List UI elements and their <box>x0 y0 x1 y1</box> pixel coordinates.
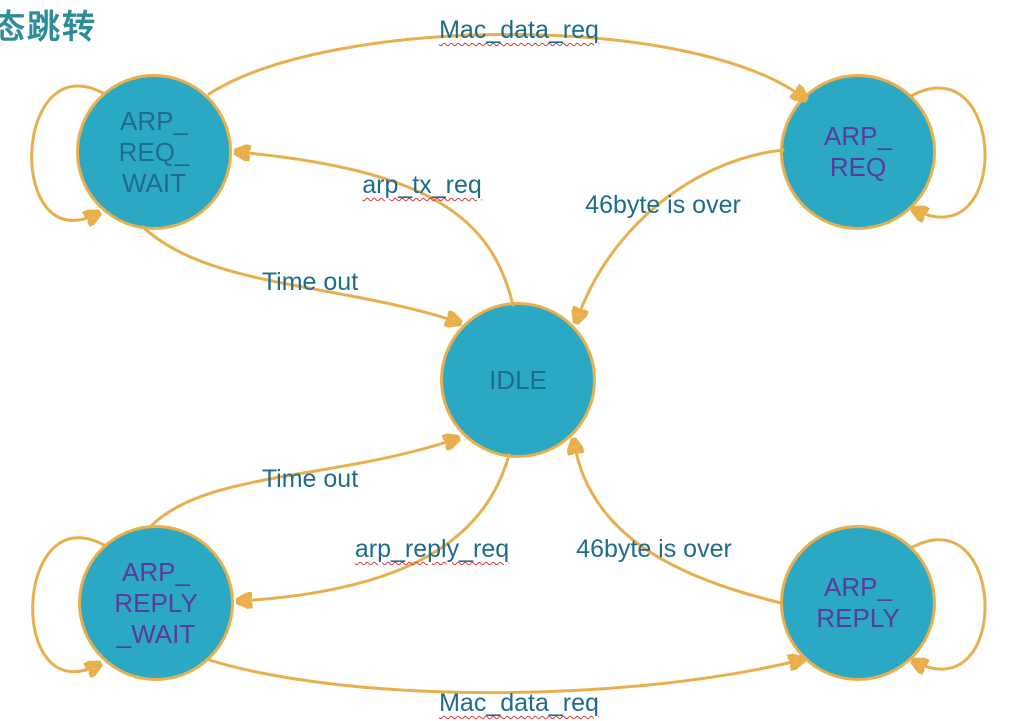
state-label-line: ARP_ <box>122 556 190 587</box>
state-label-line: REQ_ <box>118 136 190 167</box>
label-arp-reply-req[interactable]: arp_reply_req <box>354 535 510 563</box>
state-idle[interactable]: IDLE <box>440 302 596 458</box>
label-arp-tx-req[interactable]: arp_tx_req <box>362 171 482 199</box>
label-mac-data-req-top[interactable]: Mac_data_req <box>439 16 599 44</box>
label-mac-data-req-bottom[interactable]: Mac_data_req <box>439 689 599 717</box>
state-label-line: ARP_ <box>824 121 892 151</box>
state-label-line: REPLY <box>816 603 900 633</box>
state-label-line: WAIT <box>121 167 187 198</box>
state-label-line: REQ <box>829 152 887 182</box>
state-arp-reply-wait[interactable]: ARP_ REPLY _WAIT <box>78 525 234 681</box>
label-time-out-top[interactable]: Time out <box>261 268 359 296</box>
label-46byte-is-over-bottom[interactable]: 46byte is over <box>576 535 732 563</box>
state-arp-req-wait[interactable]: ARP_ REQ_ WAIT <box>76 74 232 230</box>
state-arp-reply[interactable]: ARP_ REPLY <box>780 525 936 681</box>
state-label-line: REPLY <box>114 587 198 618</box>
state-label-line: IDLE <box>489 364 547 395</box>
edge-mac-data-req-bottom <box>207 660 801 695</box>
state-label-line: _WAIT <box>116 618 196 649</box>
label-time-out-bottom[interactable]: Time out <box>261 465 359 493</box>
page-title: 态跳转 <box>0 7 97 46</box>
edge-46byte-is-over-bottom <box>574 442 783 605</box>
state-arp-req[interactable]: ARP_ REQ <box>780 74 936 230</box>
label-46byte-is-over-top[interactable]: 46byte is over <box>585 191 741 219</box>
state-label-line: ARP_ <box>824 572 892 602</box>
edge-46byte-is-over-top <box>577 148 785 320</box>
state-label-line: ARP_ <box>120 105 188 136</box>
